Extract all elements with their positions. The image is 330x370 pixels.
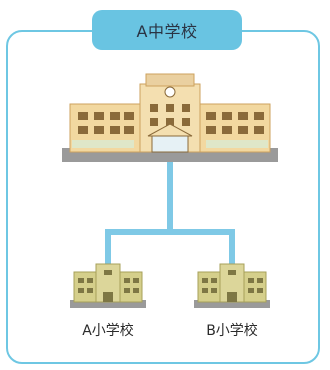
title-badge: A中学校 xyxy=(92,10,242,50)
connector-lines xyxy=(105,162,235,271)
school-building-icon xyxy=(62,73,278,162)
small-school-a-icon xyxy=(70,263,146,308)
school-a-label: A小学校 xyxy=(82,323,134,339)
school-b-label: B小学校 xyxy=(206,323,258,339)
title-text: A中学校 xyxy=(136,22,198,41)
small-school-b-icon xyxy=(194,263,270,308)
